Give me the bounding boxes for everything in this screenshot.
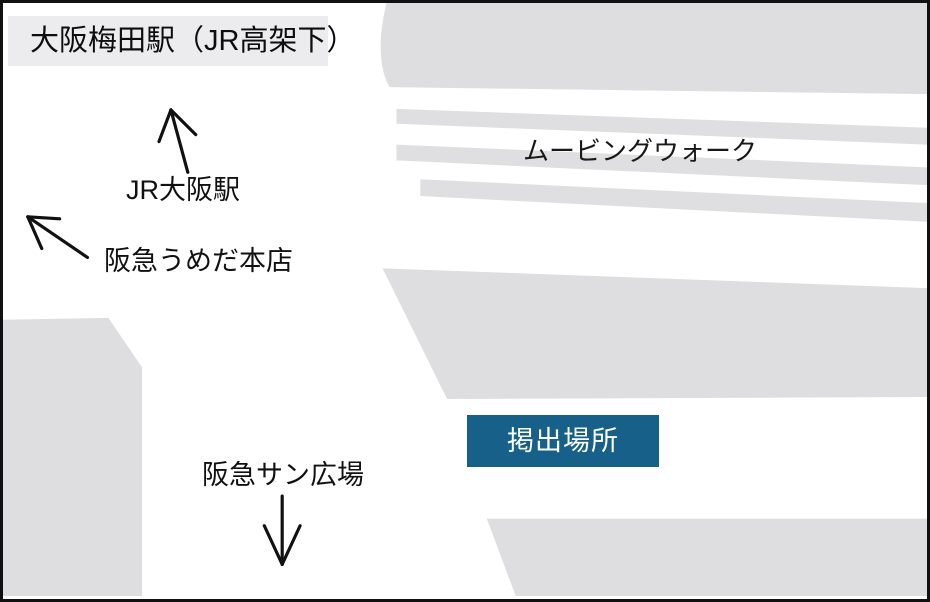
page-title: 大阪梅田駅（JR高架下）	[30, 24, 356, 57]
arrow-up-jr-osaka	[157, 108, 198, 174]
status-badge-posting-location: 掲出場所	[467, 415, 659, 467]
map-title-band: 大阪梅田駅（JR高架下）	[8, 16, 355, 66]
label-moving-walk: ムービングウォーク	[523, 136, 758, 166]
map-geometry	[3, 3, 927, 597]
arrow-upleft-hankyu-umeda	[26, 215, 90, 260]
moving-walk-band-2	[396, 144, 927, 186]
building-area-southeast	[486, 518, 927, 597]
building-area-north	[380, 3, 927, 95]
label-hankyu-sun-hiroba: 阪急サン広場	[202, 460, 364, 490]
status-badge-label: 掲出場所	[507, 425, 619, 456]
moving-walk-band-1	[396, 108, 927, 145]
moving-walk-band-3	[420, 179, 927, 222]
arrow-down-hankyu-sun	[262, 494, 302, 566]
building-area-west	[3, 317, 143, 597]
label-jr-osaka-station: JR大阪駅	[126, 175, 240, 205]
building-area-central	[382, 268, 927, 400]
label-hankyu-umeda-honten: 阪急うめだ本店	[104, 246, 293, 276]
